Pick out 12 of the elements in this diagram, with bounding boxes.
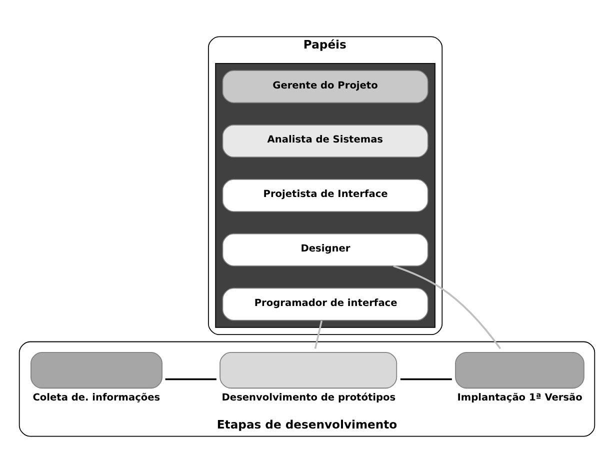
node-box: Analista de Sistemas [222, 124, 428, 158]
node-box: Programador de interface [222, 287, 428, 320]
cluster [215, 62, 436, 328]
node-label: Implantação 1ª Versão [457, 392, 582, 403]
connector [400, 378, 452, 380]
node-label: Desenvolvimento de protótipos [222, 392, 396, 403]
connector [165, 378, 216, 380]
node-box: Projetista de Interface [222, 178, 428, 212]
node-box: Designer [222, 232, 428, 266]
node-label: Coleta de. informações [32, 392, 160, 403]
node-box: Gerente do Projeto [222, 70, 428, 103]
connector [393, 264, 502, 349]
